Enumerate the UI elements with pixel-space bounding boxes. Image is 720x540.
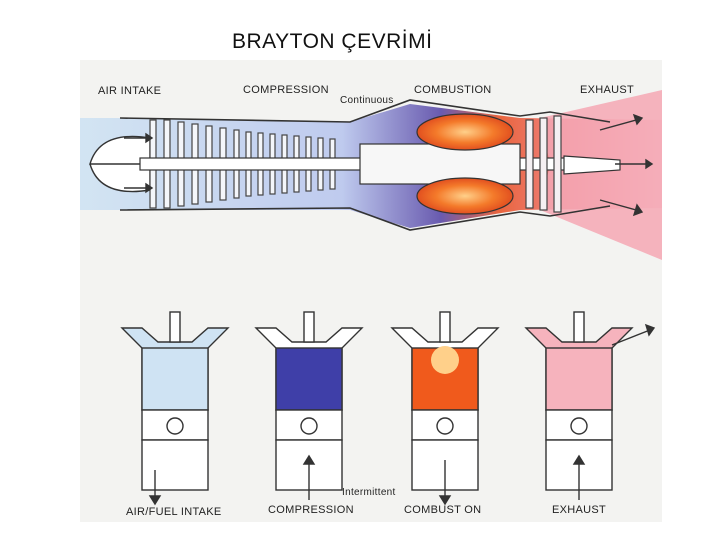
outer-casing-bottom	[119, 205, 611, 231]
cylinder-compression	[254, 311, 364, 500]
turbine-engine	[80, 90, 662, 260]
tail-cone	[563, 155, 621, 175]
exhaust-arrows	[599, 113, 654, 217]
label-combustion-turbine: COMBUSTION	[414, 84, 492, 96]
label-combustion-piston: COMBUST ON	[404, 504, 482, 516]
label-continuous: Continuous	[340, 95, 394, 106]
nose-cone	[89, 135, 151, 193]
label-intermittent: Intermittent	[342, 487, 396, 498]
cylinder-intake	[120, 311, 230, 491]
cylinder-exhaust	[524, 311, 656, 500]
label-compression-turbine: COMPRESSION	[243, 84, 329, 96]
combustion-chamber-bottom	[416, 177, 514, 215]
exhaust-lower	[540, 164, 662, 260]
exhaust-upper	[540, 90, 662, 164]
piston-engine	[120, 311, 656, 506]
outer-casing-top	[119, 99, 611, 123]
turbine-blades	[525, 115, 562, 213]
combustion-chamber-top	[416, 113, 514, 151]
label-exhaust-piston: EXHAUST	[552, 504, 607, 516]
engine-comparison-figure: AIR INTAKE COMPRESSION Continuous COMBUS…	[80, 60, 662, 522]
intake-arrows	[124, 132, 154, 194]
label-air-intake: AIR INTAKE	[98, 85, 162, 97]
label-exhaust-turbine: EXHAUST	[580, 84, 635, 96]
shaft-housing	[359, 143, 521, 185]
label-compression-piston: COMPRESSION	[268, 504, 354, 516]
engine-diagram	[80, 90, 662, 506]
slide-title: BRAYTON ÇEVRİMİ	[232, 30, 433, 53]
cylinder-combustion	[390, 311, 500, 506]
label-air-fuel-intake: AIR/FUEL INTAKE	[126, 506, 222, 518]
